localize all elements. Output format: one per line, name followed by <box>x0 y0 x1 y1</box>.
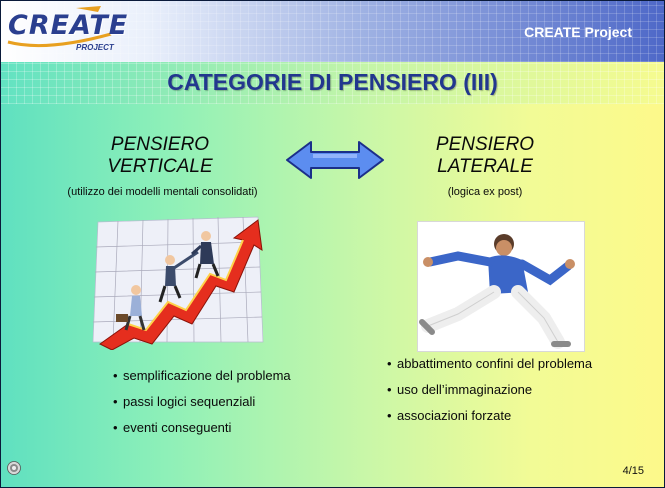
leaping-man-photo <box>417 221 585 352</box>
climbing-arrow-illustration <box>92 216 264 350</box>
project-label: CREATE Project <box>524 24 632 40</box>
header-grid-pattern <box>0 0 665 62</box>
left-bullet-list: semplificazione del problema passi logic… <box>113 368 291 446</box>
right-subtitle: (logica ex post) <box>447 186 523 198</box>
double-headed-arrow-icon <box>286 141 384 179</box>
title-band-grid-pattern <box>0 62 665 104</box>
left-subtitle: (utilizzo dei modelli mentali consolidat… <box>67 186 258 198</box>
logo-swoosh-icon <box>7 6 112 48</box>
left-heading-line1: PENSIERO <box>110 134 210 155</box>
list-item: abbattimento confini del problema <box>387 356 592 382</box>
list-item: eventi conseguenti <box>113 420 291 446</box>
right-heading-line1: PENSIERO <box>435 134 535 155</box>
logo-subtext: PROJECT <box>76 43 114 52</box>
left-heading-line2: VERTICALE <box>107 156 213 177</box>
list-item: passi logici sequenziali <box>113 394 291 420</box>
logo-text: CREATE <box>8 10 129 41</box>
right-bullet-list: abbattimento confini del problema uso de… <box>387 356 592 434</box>
list-item: semplificazione del problema <box>113 368 291 394</box>
create-logo: CREATE PROJECT <box>6 4 129 54</box>
right-heading-line2: LATERALE <box>437 156 533 177</box>
title-band <box>0 62 665 104</box>
leaping-man-figure <box>419 234 575 349</box>
header-bar <box>0 0 665 62</box>
slide-title: CATEGORIE DI PENSIERO (III) <box>167 69 498 95</box>
university-seal-icon <box>7 461 21 475</box>
page-number: 4/15 <box>622 465 644 477</box>
list-item: uso dell’immaginazione <box>387 382 592 408</box>
list-item: associazioni forzate <box>387 408 592 434</box>
